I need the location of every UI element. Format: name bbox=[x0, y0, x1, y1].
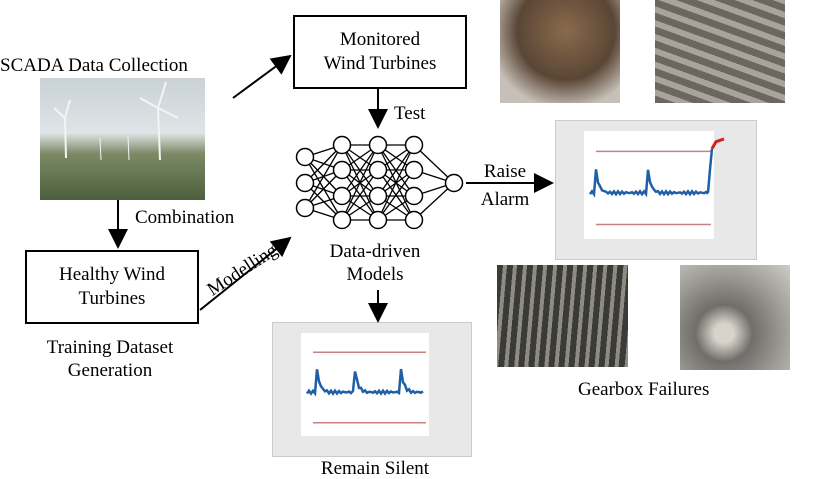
nn-node bbox=[368, 160, 388, 180]
raise-alarm-line2: Alarm bbox=[480, 189, 530, 210]
nn-node bbox=[404, 210, 424, 230]
remain-silent-label: Remain Silent bbox=[320, 458, 430, 479]
nn-edge bbox=[377, 144, 415, 197]
nn-node bbox=[368, 186, 388, 206]
nn-node bbox=[368, 135, 388, 155]
nn-node bbox=[404, 135, 424, 155]
alarm-chart bbox=[555, 120, 757, 260]
arrow-scada-to-monitored bbox=[232, 54, 292, 99]
series-line bbox=[305, 368, 424, 397]
healthy-line1: Healthy Wind bbox=[58, 264, 165, 285]
nn-edge bbox=[377, 169, 415, 221]
raise-alarm-line1: Raise bbox=[483, 161, 527, 182]
series-line bbox=[588, 169, 709, 198]
nn-node bbox=[295, 198, 315, 218]
data-driven-models-label: Data-driven Models bbox=[305, 240, 445, 286]
nn-edge bbox=[341, 144, 379, 197]
test-label: Test bbox=[394, 103, 426, 124]
nn-node bbox=[444, 173, 464, 193]
scada-label: SCADA Data Collection bbox=[0, 55, 188, 76]
nn-edge bbox=[341, 144, 379, 221]
gear-photo-1 bbox=[500, 0, 620, 103]
nn-node bbox=[332, 135, 352, 155]
monitored-line2: Wind Turbines bbox=[323, 53, 437, 74]
combination-label: Combination bbox=[135, 207, 235, 228]
raise-alarm-label: Raise Alarm bbox=[470, 160, 540, 211]
models-line1: Data-driven bbox=[329, 241, 421, 262]
nn-node bbox=[404, 186, 424, 206]
models-line2: Models bbox=[346, 264, 404, 285]
nn-edge bbox=[341, 169, 379, 221]
training-dataset-label: Training Dataset Generation bbox=[20, 336, 200, 382]
silent-chart-plot bbox=[301, 333, 429, 436]
wind-turbines-image bbox=[53, 81, 179, 161]
silent-chart bbox=[272, 322, 472, 457]
wind-farm-photo bbox=[40, 78, 205, 200]
gear-photo-2 bbox=[655, 0, 785, 103]
gearbox-failures-label: Gearbox Failures bbox=[578, 379, 710, 400]
monitored-line1: Monitored bbox=[339, 29, 421, 50]
alarm-line bbox=[710, 137, 725, 150]
nn-node bbox=[332, 210, 352, 230]
training-line2: Generation bbox=[67, 360, 153, 381]
training-line1: Training Dataset bbox=[46, 337, 174, 358]
nn-node bbox=[332, 186, 352, 206]
nn-edge bbox=[377, 144, 415, 221]
arrow-modelling bbox=[199, 236, 292, 311]
rise-line bbox=[706, 148, 714, 193]
nn-node bbox=[295, 173, 315, 193]
nn-node bbox=[368, 210, 388, 230]
nn-node bbox=[404, 160, 424, 180]
plot-area bbox=[584, 131, 714, 239]
nn-edge bbox=[304, 144, 343, 209]
healthy-line2: Turbines bbox=[78, 288, 146, 309]
plot-area bbox=[301, 333, 429, 436]
nn-node bbox=[295, 147, 315, 167]
nn-node bbox=[332, 160, 352, 180]
neural-network-icon bbox=[295, 135, 464, 230]
gear-photo-4 bbox=[680, 265, 790, 370]
gear-photo-3 bbox=[497, 265, 628, 367]
alarm-chart-plot bbox=[584, 131, 725, 239]
